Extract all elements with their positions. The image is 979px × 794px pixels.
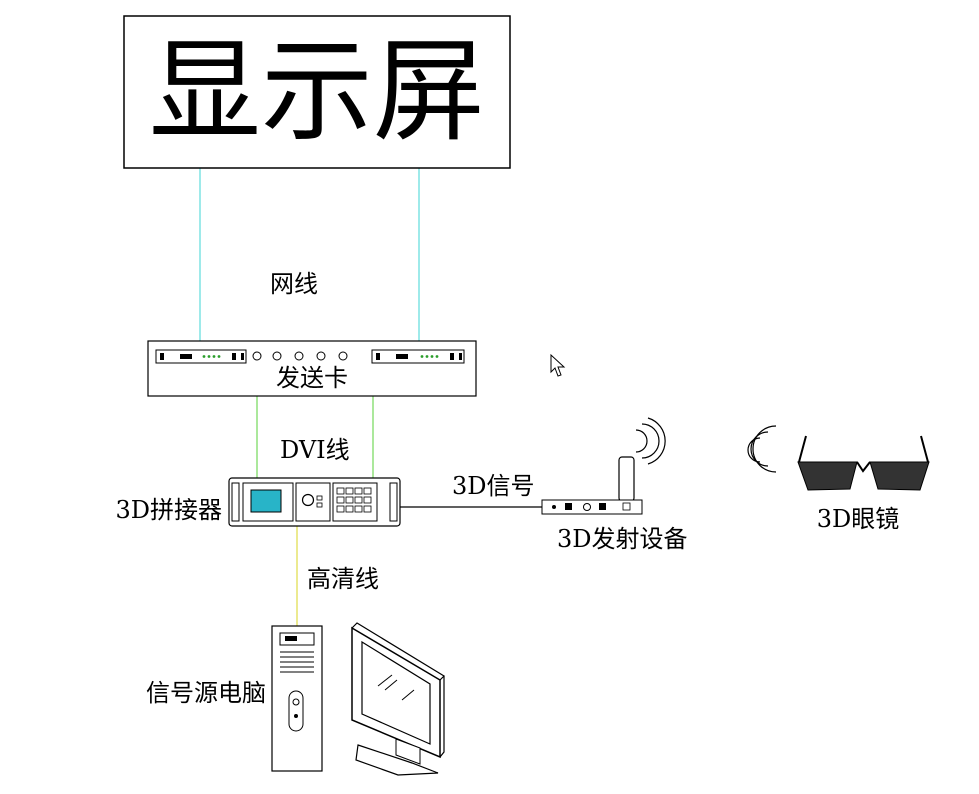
source-pc-label: 信号源电脑 (146, 679, 266, 707)
sender-module-right (371, 349, 465, 364)
pc-tower-icon (271, 625, 323, 772)
sender-module-left (155, 349, 247, 364)
sender-knobs (252, 351, 348, 361)
glasses-icon (747, 425, 930, 491)
glasses-label: 3D眼镜 (817, 505, 900, 533)
display-screen: 显示屏 (123, 15, 511, 169)
cursor-icon (550, 353, 566, 377)
dvi-cable-label: DVI线 (280, 436, 350, 464)
splicer-keypad (336, 487, 372, 513)
monitor-icon (351, 622, 445, 776)
splicer-label: 3D拼接器 (115, 496, 222, 524)
signal-3d-label: 3D信号 (452, 472, 535, 500)
emitter-label: 3D发射设备 (557, 525, 688, 553)
sender-card-label: 发送卡 (276, 364, 348, 392)
hd-cable-label: 高清线 (307, 565, 379, 593)
sender-card: 发送卡 (147, 340, 477, 397)
display-label: 显示屏 (149, 27, 485, 157)
splicer-device (228, 477, 401, 527)
emitter-device (541, 417, 666, 515)
network-cable-label: 网线 (270, 270, 318, 298)
